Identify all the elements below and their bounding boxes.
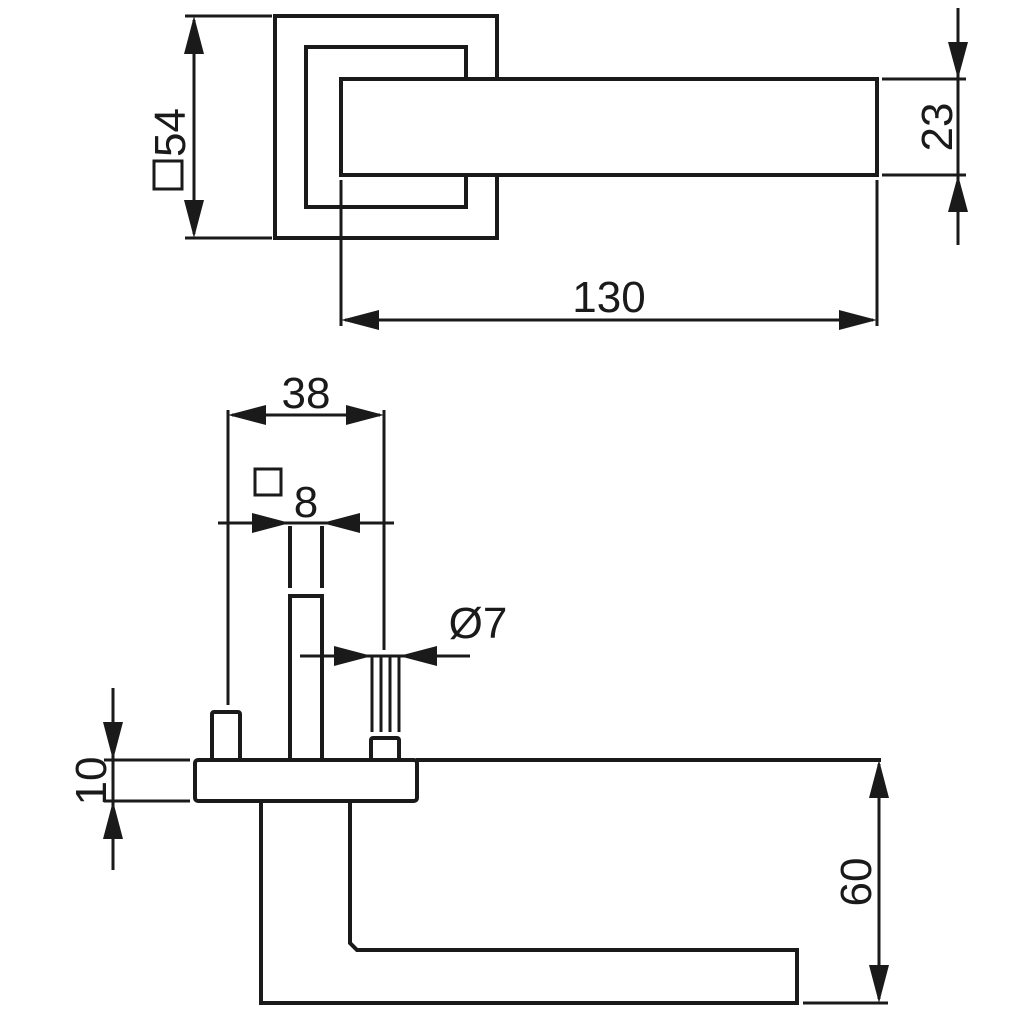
span-dimension: 38: [226, 369, 386, 705]
handle-bar-top: [339, 77, 879, 177]
square-symbol: [152, 159, 184, 191]
spindle-size-label: 8: [294, 478, 318, 527]
handle-width-label: 23: [913, 103, 962, 152]
rose-size-dimension: 54: [146, 14, 272, 240]
screw-diameter-dimension: Ø7: [300, 599, 507, 666]
span-label: 38: [282, 369, 331, 418]
handle-lever-outline: [259, 801, 799, 1005]
handle-projection-label: 60: [832, 858, 881, 907]
handle-length-dimension: 130: [339, 180, 879, 330]
top-view: 54 23 130: [146, 8, 968, 330]
fixing-pin: [210, 710, 242, 762]
rose-thickness-dimension: 10: [67, 688, 190, 870]
spindle: [288, 594, 324, 762]
screw-threads: [370, 655, 401, 732]
handle-width-dimension: 23: [882, 8, 968, 245]
rose-base-plate: [193, 758, 419, 803]
rose-thickness-label: 10: [67, 757, 116, 806]
fixing-screw-pin: [369, 736, 401, 762]
rose-size-label: 54: [146, 108, 195, 157]
spindle-size-dimension: 8: [218, 467, 394, 533]
handle-projection-dimension: 60: [803, 760, 889, 1005]
screw-diameter-label: Ø7: [449, 599, 508, 648]
side-view: 38 8 Ø7 10: [67, 369, 889, 1005]
square-symbol: [253, 467, 283, 497]
handle-length-label: 130: [572, 273, 645, 322]
